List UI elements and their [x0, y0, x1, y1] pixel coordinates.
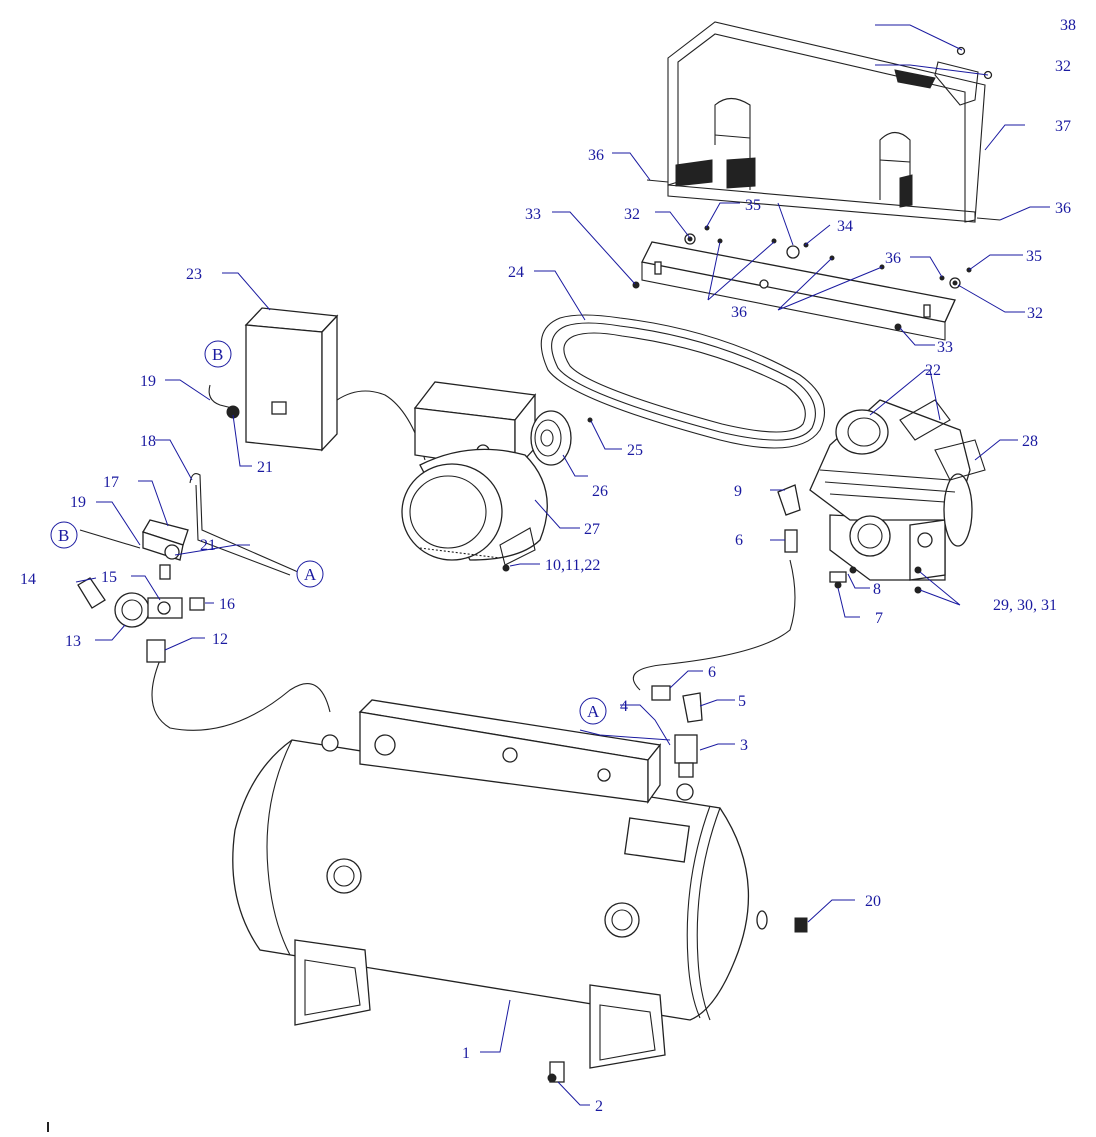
drive-belt: [540, 314, 825, 449]
part-label-33-top: 33: [525, 206, 541, 223]
part-label-37: 37: [1055, 118, 1071, 135]
part-label-24: 24: [508, 264, 524, 281]
part-label-12: 12: [212, 631, 228, 648]
part-label-28: 28: [1022, 433, 1038, 450]
electric-motor: [401, 381, 593, 572]
air-tank: [232, 734, 808, 1083]
part-label-19-left: 19: [70, 494, 86, 511]
plumbing: [79, 384, 801, 731]
part-label-7: 7: [875, 610, 883, 627]
part-label-10-11-22: 10,11,22: [545, 557, 600, 574]
part-label-6-top: 6: [735, 532, 743, 549]
part-label-36-right: 36: [1055, 200, 1071, 217]
part-label-22: 22: [925, 362, 941, 379]
part-label-36-bracket: 36: [885, 250, 901, 267]
part-label-38: 38: [1060, 17, 1076, 34]
part-label-35-top: 35: [745, 197, 761, 214]
part-label-1: 1: [462, 1045, 470, 1062]
part-label-32-mid: 32: [624, 206, 640, 223]
connector-b-top: B: [212, 345, 223, 364]
part-label-36-center: 36: [731, 304, 747, 321]
part-label-16: 16: [219, 596, 235, 613]
part-label-21-top: 21: [257, 459, 273, 476]
connector-b-left: B: [58, 526, 69, 545]
part-label-13: 13: [65, 633, 81, 650]
part-label-8: 8: [873, 581, 881, 598]
part-label-33-bottom: 33: [937, 339, 953, 356]
part-label-5: 5: [738, 693, 746, 710]
part-label-14: 14: [20, 571, 36, 588]
part-label-9: 9: [734, 483, 742, 500]
part-label-19-top: 19: [140, 373, 156, 390]
part-label-21-left: 21: [200, 537, 216, 554]
part-label-29-30-31: 29, 30, 31: [993, 597, 1057, 614]
part-label-25: 25: [627, 442, 643, 459]
connector-a-tank: A: [587, 702, 600, 721]
part-label-3: 3: [740, 737, 748, 754]
part-label-23: 23: [186, 266, 202, 283]
pressure-switch-assembly: [77, 405, 240, 628]
part-label-18: 18: [140, 433, 156, 450]
part-label-27: 27: [584, 521, 600, 538]
pump-mounting-plate: [358, 699, 698, 805]
part-label-6-bottom: 6: [708, 664, 716, 681]
part-label-17: 17: [103, 474, 119, 491]
part-label-35-right: 35: [1026, 248, 1042, 265]
part-label-20: 20: [865, 893, 881, 910]
part-label-4: 4: [620, 698, 628, 715]
part-label-34: 34: [837, 218, 853, 235]
part-label-15: 15: [101, 569, 117, 586]
leader-lines: [75, 24, 1050, 1106]
pressure-switch-box: [244, 307, 426, 461]
compressor-pump: [809, 399, 986, 594]
guard-bracket: [632, 225, 972, 341]
part-label-2: 2: [595, 1098, 603, 1115]
part-label-26: 26: [592, 483, 608, 500]
part-label-32-top: 32: [1055, 58, 1071, 75]
part-label-32-right: 32: [1027, 305, 1043, 322]
part-label-36-left: 36: [588, 147, 604, 164]
connector-a-tube: A: [304, 565, 317, 584]
connector-markers: [50, 340, 607, 725]
belt-guard: [646, 21, 1001, 223]
